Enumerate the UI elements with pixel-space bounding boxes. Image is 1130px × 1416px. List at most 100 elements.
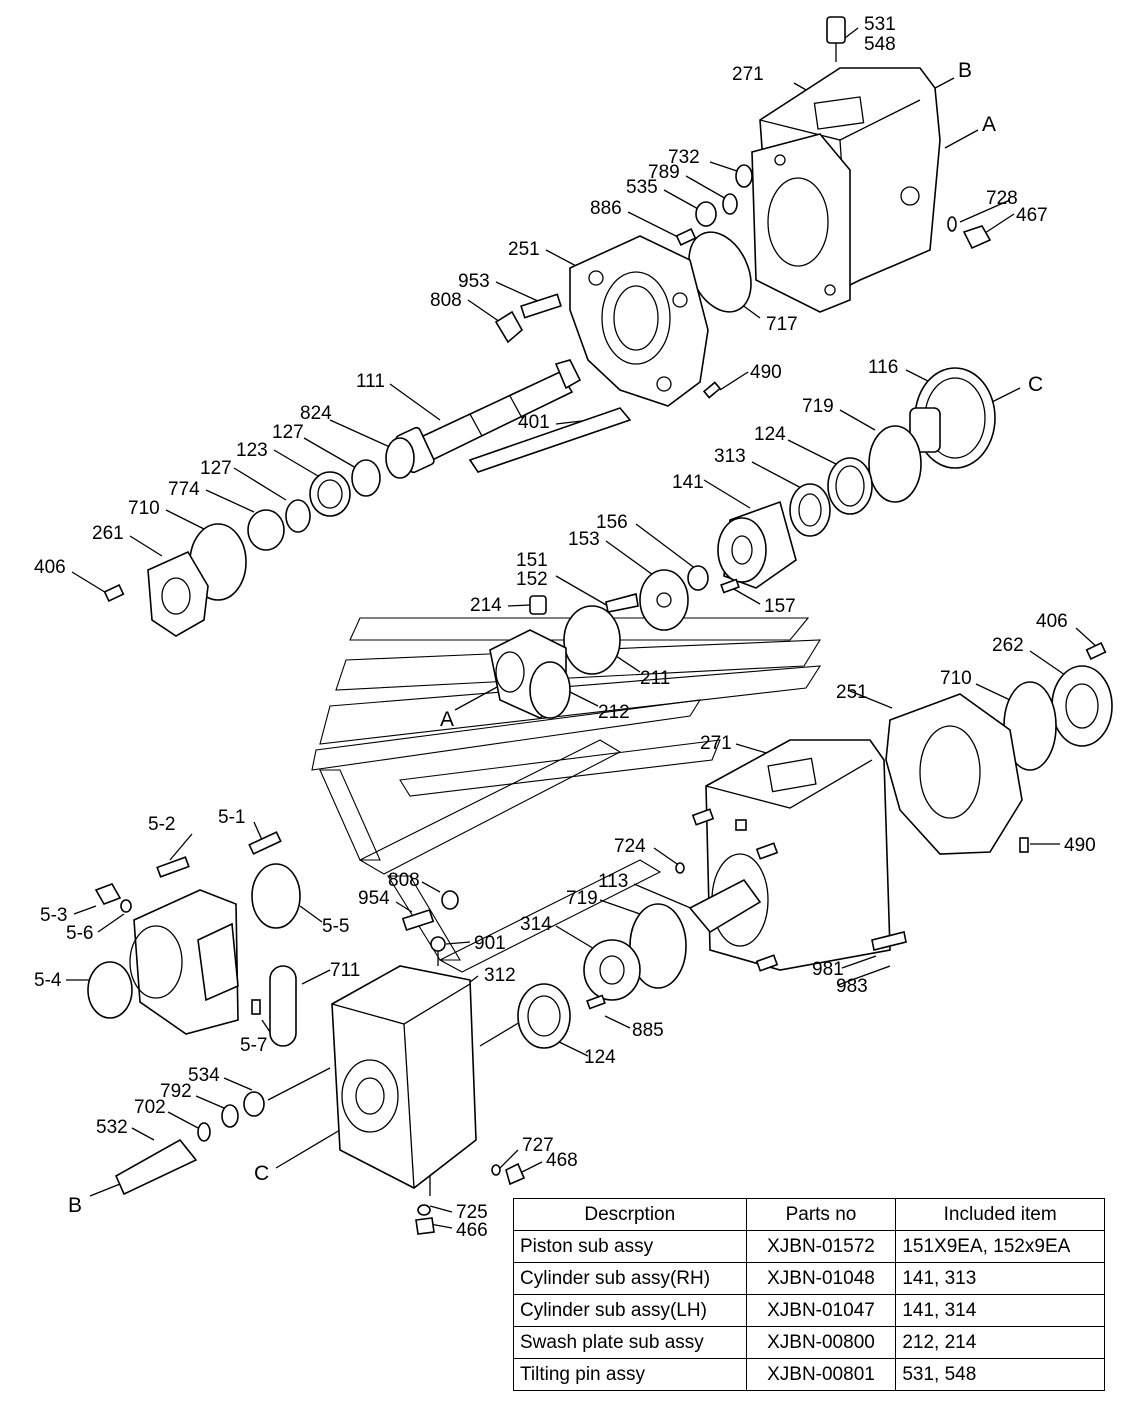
tilting-pin-531 [826, 16, 846, 62]
label-702: 702 [134, 1097, 166, 1118]
row-part-no: XJBN-00801 [745, 1358, 897, 1391]
plug-532 [114, 1091, 526, 1235]
label-251-upper: 251 [508, 239, 540, 260]
label-548: 548 [864, 34, 896, 55]
row-part-no: XJBN-00800 [745, 1326, 897, 1359]
label-153: 153 [568, 529, 600, 550]
label-251-lower: 251 [836, 682, 868, 703]
label-5-2: 5-2 [148, 814, 175, 835]
pump-housing-271-upper [751, 67, 941, 313]
label-5-1: 5-1 [218, 807, 245, 828]
label-b-upper: B [958, 59, 972, 82]
flange-251-upper [569, 235, 709, 407]
label-732: 732 [668, 147, 700, 168]
label-808-upper: 808 [430, 290, 462, 311]
label-710-lower: 710 [940, 668, 972, 689]
label-271-upper: 271 [732, 64, 764, 85]
row-included-items: 531, 548 [895, 1358, 1105, 1391]
cylinder-block-141 [717, 500, 797, 594]
label-314: 314 [520, 914, 552, 935]
label-808-lower: 808 [388, 870, 420, 891]
label-111: 111 [356, 371, 385, 392]
label-b-lower: B [68, 1194, 82, 1217]
label-312: 312 [484, 965, 516, 986]
label-824: 824 [300, 403, 332, 424]
label-406-left: 406 [34, 557, 66, 578]
label-211: 211 [640, 668, 670, 689]
label-214: 214 [470, 595, 502, 616]
label-401: 401 [518, 412, 550, 433]
bearings-and-rings [189, 407, 922, 601]
label-123: 123 [236, 440, 268, 461]
label-467: 467 [1016, 205, 1048, 226]
label-212: 212 [598, 702, 630, 723]
label-127-b: 127 [200, 458, 232, 479]
label-262: 262 [992, 635, 1024, 656]
row-part-no: XJBN-01572 [745, 1230, 897, 1263]
table-row: Piston sub assy XJBN-01572 151X9EA, 152x… [513, 1230, 1105, 1263]
label-885: 885 [632, 1020, 664, 1041]
label-5-4: 5-4 [34, 970, 62, 991]
label-5-3: 5-3 [40, 905, 67, 926]
swash-plate-212 [489, 629, 571, 719]
label-127-a: 127 [272, 422, 304, 443]
label-a-upper: A [982, 113, 996, 136]
label-466: 466 [456, 1220, 488, 1241]
label-727: 727 [522, 1135, 554, 1156]
label-886: 886 [590, 198, 622, 219]
label-313: 313 [714, 446, 746, 467]
row-included-items: 212, 214 [895, 1326, 1105, 1359]
part-labels: 531 548 271 B A 732 789 535 728 467 886 … [34, 14, 1096, 1241]
label-468: 468 [546, 1150, 578, 1171]
gear-pump-assembly [87, 831, 301, 1047]
label-953: 953 [458, 271, 490, 292]
label-724: 724 [614, 836, 646, 857]
label-152: 152 [516, 569, 548, 590]
label-261: 261 [92, 523, 124, 544]
row-description: Swash plate sub assy [513, 1326, 747, 1359]
table-row: Cylinder sub assy(LH) XJBN-01047 141, 31… [513, 1294, 1105, 1327]
label-901: 901 [474, 933, 506, 954]
sub-assembly-table: Descrption Parts no Included item Piston… [513, 1198, 1105, 1391]
row-description: Tilting pin assy [513, 1358, 747, 1391]
label-c-upper: C [1028, 373, 1043, 396]
label-728: 728 [986, 188, 1018, 209]
label-725: 725 [456, 1202, 488, 1223]
label-792: 792 [160, 1081, 192, 1102]
header-description: Descrption [513, 1198, 747, 1231]
label-981: 981 [812, 959, 844, 980]
label-983: 983 [836, 976, 868, 997]
label-141: 141 [672, 472, 704, 493]
label-531: 531 [864, 14, 896, 35]
lower-right-cover-parts [885, 642, 1113, 855]
table-row: Tilting pin assy XJBN-00801 531, 548 [513, 1358, 1105, 1391]
pump-housing-271-lower [688, 739, 907, 972]
header-parts-no: Parts no [745, 1198, 897, 1231]
label-774: 774 [168, 479, 200, 500]
label-534: 534 [188, 1065, 220, 1086]
label-717: 717 [766, 314, 798, 335]
label-116: 116 [868, 357, 898, 378]
label-710-upper: 710 [128, 498, 160, 519]
lower-middle-parts [517, 862, 687, 1049]
label-406-right: 406 [1036, 611, 1068, 632]
row-description: Piston sub assy [513, 1230, 747, 1263]
gear-116 [909, 367, 996, 469]
row-description: Cylinder sub assy(RH) [513, 1262, 747, 1295]
label-5-7: 5-7 [240, 1035, 267, 1056]
label-113: 113 [598, 871, 628, 892]
upper-small-parts [494, 164, 992, 399]
label-c-lower: C [254, 1162, 269, 1185]
label-271-lower: 271 [700, 733, 732, 754]
row-included-items: 141, 313 [895, 1262, 1105, 1295]
label-711: 711 [330, 960, 360, 981]
label-151: 151 [516, 550, 548, 571]
label-789: 789 [648, 162, 680, 183]
row-part-no: XJBN-01047 [745, 1294, 897, 1327]
label-124-lower: 124 [584, 1047, 616, 1068]
label-5-5: 5-5 [322, 916, 349, 937]
label-156: 156 [596, 512, 628, 533]
label-535: 535 [626, 177, 658, 198]
row-part-no: XJBN-01048 [745, 1262, 897, 1295]
label-124-upper: 124 [754, 424, 786, 445]
